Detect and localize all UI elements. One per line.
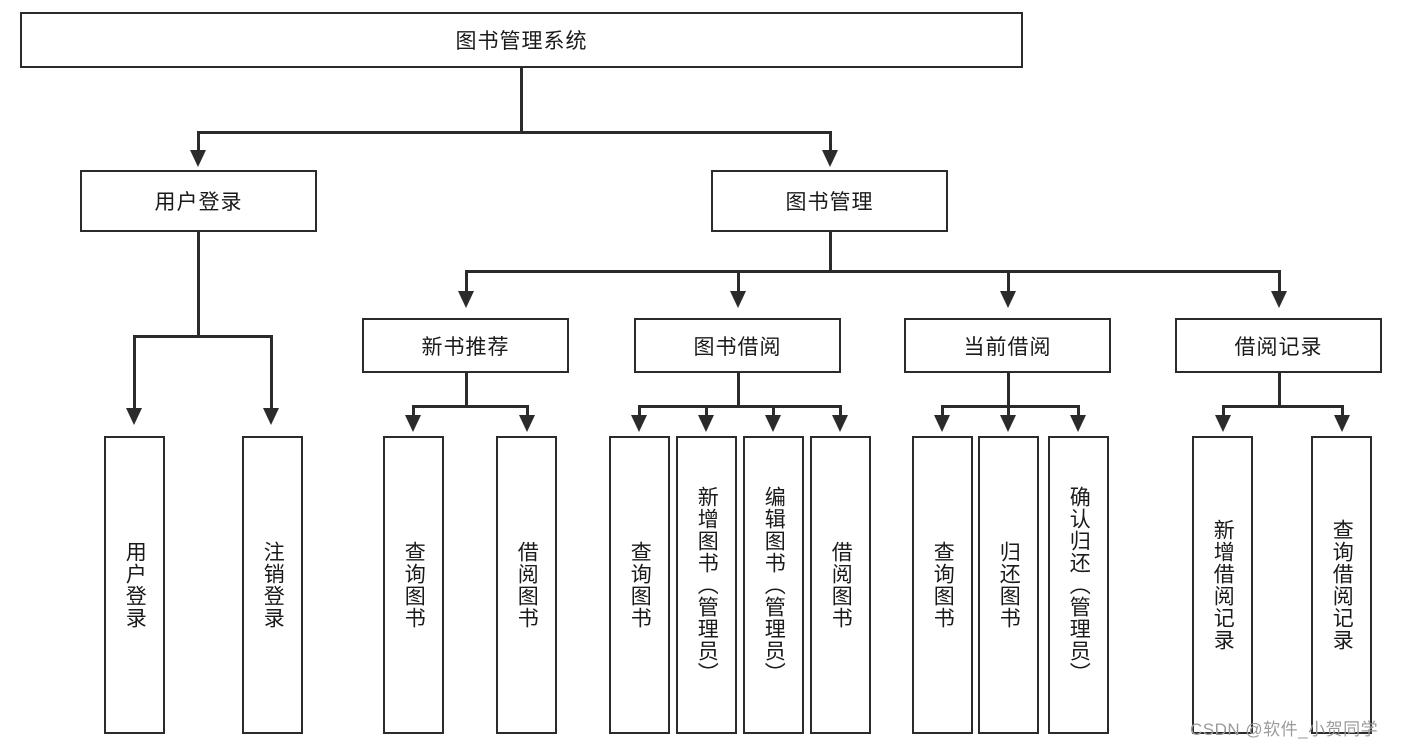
edge-borrow-record-to-leaf-1: [1222, 405, 1225, 421]
node-book-borrow[interactable]: 图书借阅: [634, 318, 841, 373]
edge-current-borrow-to-leaf-3: [1077, 405, 1080, 421]
edge-bm-to-borrow-record: [1278, 270, 1281, 298]
edge-bm-to-book-borrow: [737, 270, 740, 298]
arrow-current-borrow-to-leaf-3: [1070, 415, 1086, 432]
leaf-book-borrow-edit-book-admin[interactable]: 编辑图书（管理员）: [743, 436, 804, 734]
leaf-book-borrow-query-books[interactable]: 查询图书: [609, 436, 670, 734]
arrow-borrow-record-to-leaf-2: [1334, 415, 1350, 432]
arrow-bm-to-book-borrow: [730, 291, 746, 308]
edge-current-borrow-to-leaf-1: [941, 405, 944, 421]
leaf-user-login-login[interactable]: 用户登录: [104, 436, 165, 734]
edge-bm-to-new-book: [465, 270, 468, 298]
edge-user-login-to-leaf-1: [133, 335, 136, 415]
leaf-new-book-query-books[interactable]: 查询图书: [383, 436, 444, 734]
edge-book-borrow-distributor: [638, 405, 842, 408]
leaf-current-borrow-confirm-return-admin[interactable]: 确认归还（管理员）: [1048, 436, 1109, 734]
edge-root-distributor: [197, 131, 832, 134]
node-book-management[interactable]: 图书管理: [711, 170, 948, 232]
edge-book-management-distributor: [465, 270, 1281, 273]
edge-new-book-stem: [465, 373, 468, 405]
edge-user-login-distributor: [133, 335, 273, 338]
arrow-bm-to-borrow-record: [1271, 291, 1287, 308]
edge-root-to-book-management: [829, 131, 832, 157]
edge-new-book-to-leaf-2: [526, 405, 529, 421]
leaf-label: 确认归还（管理员）: [1067, 486, 1091, 684]
leaf-label: 归还图书: [997, 541, 1021, 629]
edge-book-borrow-to-leaf-4: [839, 405, 842, 421]
edge-book-borrow-stem: [737, 373, 740, 405]
leaf-label: 查询图书: [402, 541, 426, 629]
node-user-login[interactable]: 用户登录: [80, 170, 317, 232]
edge-borrow-record-distributor: [1222, 405, 1344, 408]
arrow-root-to-book-management: [822, 150, 838, 167]
leaf-book-borrow-borrow-books[interactable]: 借阅图书: [810, 436, 871, 734]
leaf-label: 借阅图书: [829, 541, 853, 629]
arrow-book-borrow-to-leaf-2: [698, 415, 714, 432]
edge-book-management-stem: [829, 232, 832, 270]
arrow-borrow-record-to-leaf-1: [1215, 415, 1231, 432]
leaf-label: 注销登录: [261, 541, 285, 629]
leaf-current-borrow-return-books[interactable]: 归还图书: [978, 436, 1039, 734]
arrow-current-borrow-to-leaf-2: [1000, 415, 1016, 432]
arrow-new-book-to-leaf-1: [405, 415, 421, 432]
leaf-label: 查询图书: [931, 541, 955, 629]
leaf-label: 用户登录: [123, 541, 147, 629]
leaf-user-login-logout[interactable]: 注销登录: [242, 436, 303, 734]
arrow-root-to-user-login: [190, 150, 206, 167]
edge-user-login-stem: [197, 232, 200, 335]
leaf-label: 新增借阅记录: [1211, 519, 1235, 651]
arrow-bm-to-current-borrow: [1000, 291, 1016, 308]
arrow-bm-to-new-book: [458, 291, 474, 308]
edge-book-borrow-to-leaf-3: [772, 405, 775, 421]
edge-root-to-user-login: [197, 131, 200, 157]
arrow-new-book-to-leaf-2: [519, 415, 535, 432]
node-root-book-management-system[interactable]: 图书管理系统: [20, 12, 1023, 68]
edge-bm-to-current-borrow: [1007, 270, 1010, 298]
edge-book-borrow-to-leaf-2: [705, 405, 708, 421]
leaf-book-borrow-add-book-admin[interactable]: 新增图书（管理员）: [676, 436, 737, 734]
leaf-current-borrow-query-books[interactable]: 查询图书: [912, 436, 973, 734]
leaf-label: 查询图书: [628, 541, 652, 629]
leaf-borrow-record-add-record[interactable]: 新增借阅记录: [1192, 436, 1253, 734]
edge-current-borrow-to-leaf-2: [1007, 405, 1010, 421]
arrow-book-borrow-to-leaf-3: [765, 415, 781, 432]
node-new-book-recommend[interactable]: 新书推荐: [362, 318, 569, 373]
edge-borrow-record-to-leaf-2: [1341, 405, 1344, 421]
leaf-new-book-borrow-books[interactable]: 借阅图书: [496, 436, 557, 734]
leaf-label: 借阅图书: [515, 541, 539, 629]
edge-root-stem: [520, 68, 523, 131]
watermark-csdn: CSDN @软件_小贺同学: [1190, 720, 1379, 739]
edge-book-borrow-to-leaf-1: [638, 405, 641, 421]
edge-borrow-record-stem: [1278, 373, 1281, 405]
node-borrow-record[interactable]: 借阅记录: [1175, 318, 1382, 373]
arrow-user-login-to-leaf-2: [263, 408, 279, 425]
edge-current-borrow-distributor: [941, 405, 1080, 408]
leaf-label: 新增图书（管理员）: [695, 486, 719, 684]
arrow-book-borrow-to-leaf-4: [832, 415, 848, 432]
arrow-user-login-to-leaf-1: [126, 408, 142, 425]
node-current-borrow[interactable]: 当前借阅: [904, 318, 1111, 373]
edge-new-book-to-leaf-1: [412, 405, 415, 421]
leaf-label: 查询借阅记录: [1330, 519, 1354, 651]
leaf-label: 编辑图书（管理员）: [762, 486, 786, 684]
edge-new-book-distributor: [412, 405, 529, 408]
leaf-borrow-record-query-record[interactable]: 查询借阅记录: [1311, 436, 1372, 734]
arrow-book-borrow-to-leaf-1: [631, 415, 647, 432]
arrow-current-borrow-to-leaf-1: [934, 415, 950, 432]
edge-current-borrow-stem: [1007, 373, 1010, 405]
edge-user-login-to-leaf-2: [270, 335, 273, 415]
